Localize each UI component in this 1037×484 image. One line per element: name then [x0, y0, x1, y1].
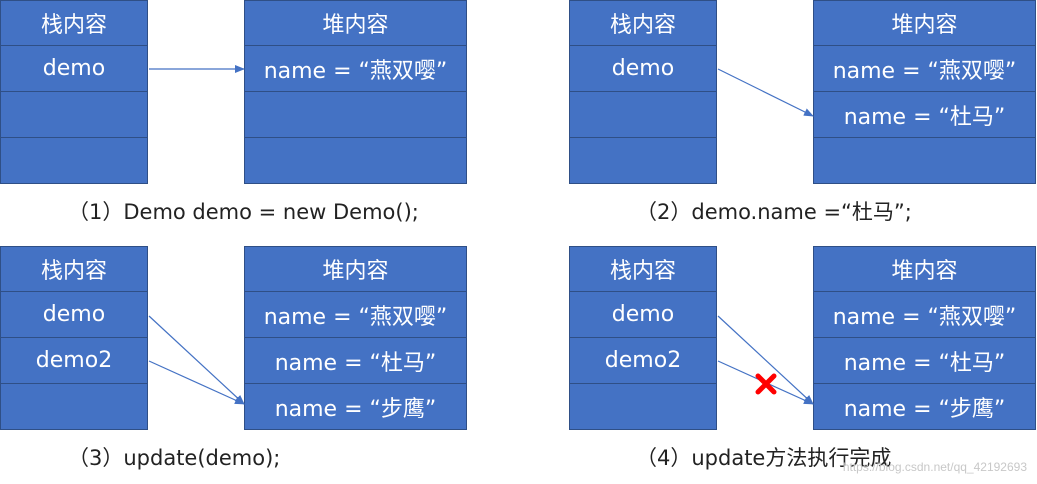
heap-row: name = “杜马” — [813, 92, 1036, 138]
heap-row — [244, 138, 467, 184]
stack-row — [569, 92, 717, 138]
stack-row — [0, 138, 148, 184]
stack-column: 栈内容 demo — [569, 0, 717, 184]
heap-header: 堆内容 — [244, 0, 467, 46]
stack-header: 栈内容 — [0, 0, 148, 46]
arrow-demo-to-heap — [148, 315, 245, 405]
stack-row: demo — [0, 292, 148, 338]
watermark: https://blog.csdn.net/qq_42192693 — [842, 460, 1027, 474]
stack-row — [569, 138, 717, 184]
arrow-demo2-to-heap — [148, 360, 245, 405]
panel-caption: （4）update方法执行完成 — [636, 446, 892, 470]
heap-row — [813, 138, 1036, 184]
heap-row: name = “步鹰” — [244, 384, 467, 430]
heap-row: name = “杜马” — [244, 338, 467, 384]
heap-row — [244, 92, 467, 138]
stack-row — [0, 384, 148, 430]
stack-column: 栈内容 demo — [0, 0, 148, 184]
heap-column: 堆内容 name = “燕双嘤” — [244, 0, 467, 184]
stack-row: demo2 — [569, 338, 717, 384]
panel-caption: （3）update(demo); — [68, 446, 281, 470]
stack-header: 栈内容 — [0, 246, 148, 292]
stack-header: 栈内容 — [569, 246, 717, 292]
panel-caption: （2）demo.name =“杜马”; — [636, 200, 912, 224]
panel-caption: （1）Demo demo = new Demo(); — [68, 200, 419, 224]
arrow-demo-to-heap — [717, 68, 814, 117]
heap-header: 堆内容 — [244, 246, 467, 292]
stack-header: 栈内容 — [569, 0, 717, 46]
heap-header: 堆内容 — [813, 246, 1036, 292]
stack-row: demo — [0, 46, 148, 92]
heap-row: name = “燕双嘤” — [244, 46, 467, 92]
heap-row: name = “燕双嘤” — [813, 292, 1036, 338]
heap-header: 堆内容 — [813, 0, 1036, 46]
heap-column: 堆内容 name = “燕双嘤” name = “杜马” name = “步鹰” — [813, 246, 1036, 430]
heap-row: name = “步鹰” — [813, 384, 1036, 430]
heap-row: name = “燕双嘤” — [244, 292, 467, 338]
arrow-demo-to-heap — [717, 315, 814, 405]
stack-row — [0, 92, 148, 138]
heap-row: name = “燕双嘤” — [813, 46, 1036, 92]
heap-row: name = “杜马” — [813, 338, 1036, 384]
stack-column: 栈内容 demo demo2 — [0, 246, 148, 430]
stack-row: demo2 — [0, 338, 148, 384]
heap-column: 堆内容 name = “燕双嘤” name = “杜马” — [813, 0, 1036, 184]
heap-column: 堆内容 name = “燕双嘤” name = “杜马” name = “步鹰” — [244, 246, 467, 430]
stack-row: demo — [569, 46, 717, 92]
stack-row: demo — [569, 292, 717, 338]
stack-row — [569, 384, 717, 430]
stack-column: 栈内容 demo demo2 — [569, 246, 717, 430]
